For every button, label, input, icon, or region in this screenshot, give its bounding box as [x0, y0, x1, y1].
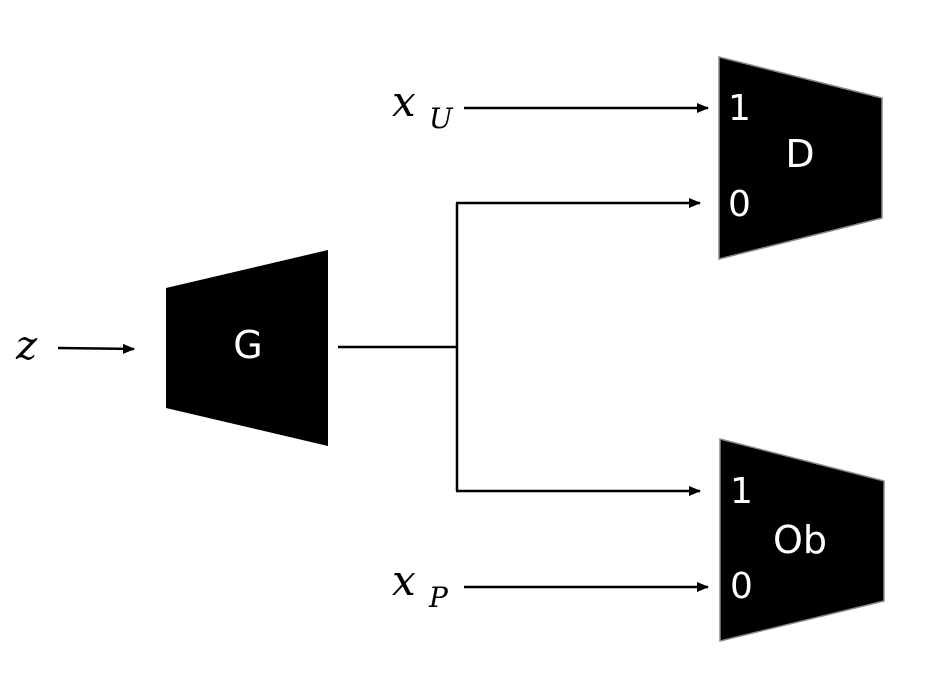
generator-block: G [166, 250, 328, 446]
generator-trapezoid [166, 250, 328, 446]
discriminator-label: D [785, 132, 814, 176]
generator-output-connector [338, 198, 701, 496]
observer-trapezoid [719, 438, 885, 642]
observer-block: 1 0 Ob [719, 438, 885, 642]
discriminator-port-1: 1 [728, 88, 751, 129]
generator-label: G [233, 323, 262, 367]
x-p-subscript: P [428, 581, 449, 614]
x-p-symbol: x [392, 556, 416, 605]
x-u-symbol: x [392, 77, 416, 126]
discriminator-port-0: 0 [728, 184, 751, 225]
observer-port-0: 0 [730, 566, 753, 607]
x-p-input-label: x P [392, 556, 449, 614]
discriminator-trapezoid [718, 56, 883, 260]
x-u-input-label: x U [392, 77, 454, 135]
x-u-subscript: U [429, 102, 454, 135]
z-input-label: z [15, 323, 38, 369]
discriminator-block: 1 0 D [718, 56, 883, 260]
observer-port-1: 1 [730, 471, 753, 512]
z-to-generator-arrow [57, 343, 135, 354]
observer-label: Ob [773, 518, 827, 562]
